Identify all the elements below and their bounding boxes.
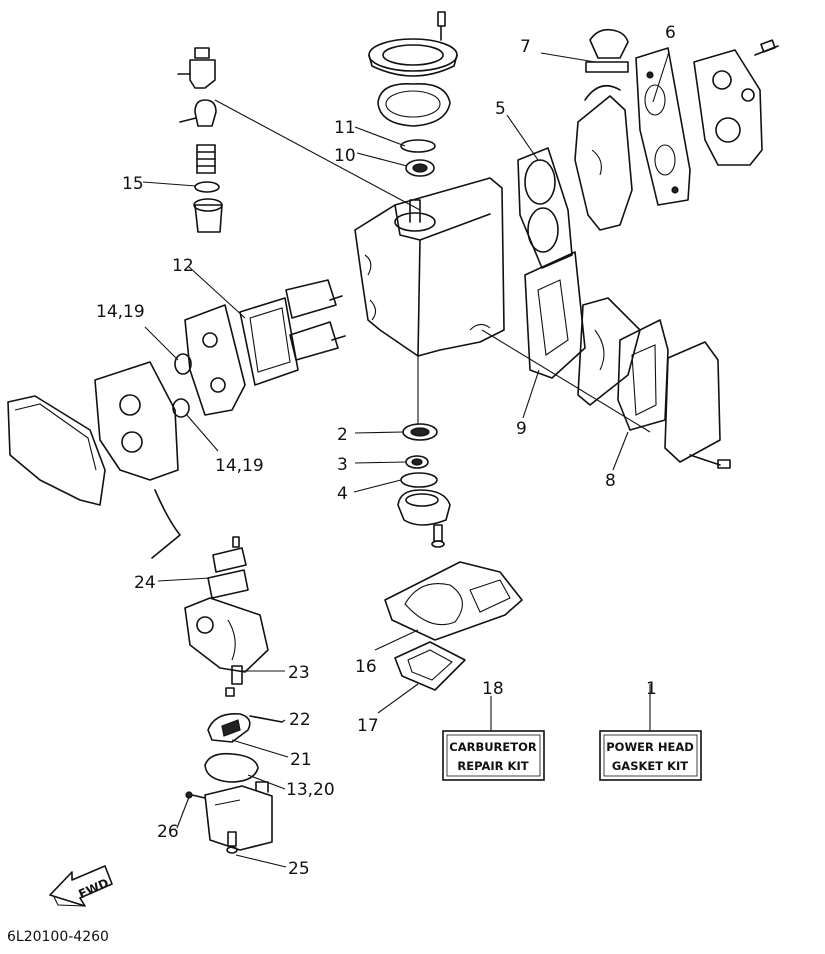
cylinder-head xyxy=(574,84,633,231)
callout-22: 22 xyxy=(289,710,311,730)
fwd-arrow-icon: FWD xyxy=(49,865,113,907)
callout-3: 3 xyxy=(337,455,348,475)
reed-valve-block xyxy=(285,279,346,361)
base-gasket-16 xyxy=(384,561,523,641)
exhaust-outer-cover xyxy=(664,341,731,469)
power-head-kit-line2: GASKET KIT xyxy=(612,759,688,773)
pin-22 xyxy=(249,715,283,723)
carburetor-kit-line2: REPAIR KIT xyxy=(457,759,528,773)
exhaust-inner-cover xyxy=(577,297,641,406)
drain-screw-25 xyxy=(226,831,238,854)
oil-seal-2 xyxy=(402,423,438,441)
callout-26: 26 xyxy=(157,822,179,842)
o-ring-4 xyxy=(400,472,438,488)
carburetor-body-upper xyxy=(94,361,179,481)
exhaust-gasket-8 xyxy=(617,319,669,431)
silencer-cover xyxy=(7,395,106,506)
callout-14-19-top: 14,19 xyxy=(96,302,145,322)
carburetor-kit-line1: CARBURETOR xyxy=(449,740,537,754)
callout-25: 25 xyxy=(288,859,310,879)
carburetor-body xyxy=(184,597,269,673)
leader-lines xyxy=(142,51,670,868)
power-head-gasket-kit-box: POWER HEAD GASKET KIT xyxy=(599,730,702,781)
thermostat-cover-7 xyxy=(585,28,629,73)
callout-13-20: 13,20 xyxy=(286,780,335,800)
upper-gasket xyxy=(377,83,451,127)
head-gasket-6 xyxy=(635,47,691,206)
reed-valve-gasket-12 xyxy=(239,297,299,386)
carburetor-repair-kit-box: CARBURETOR REPAIR KIT xyxy=(442,730,545,781)
callout-1: 1 xyxy=(646,679,657,699)
callout-6: 6 xyxy=(665,23,676,43)
callout-12: 12 xyxy=(172,256,194,276)
upper-bearing-housing xyxy=(368,11,458,77)
jet-23 xyxy=(225,665,243,697)
callout-8: 8 xyxy=(605,471,616,491)
callout-24: 24 xyxy=(134,573,156,593)
callout-4: 4 xyxy=(337,484,348,504)
float-bowl xyxy=(204,781,273,851)
callout-labels: 1 2 3 4 5 6 7 8 9 10 11 12 13,20 14,19 1… xyxy=(96,23,676,879)
callout-11: 11 xyxy=(334,118,356,138)
callout-10: 10 xyxy=(334,146,356,166)
head-cover xyxy=(693,39,779,166)
callout-16: 16 xyxy=(355,657,377,677)
spacer-gasket-17 xyxy=(394,641,466,691)
fwd-label: FWD xyxy=(76,876,110,902)
o-ring-11 xyxy=(400,139,436,153)
bearing-3 xyxy=(405,455,429,469)
diagram-code: 6L20100-4260 xyxy=(7,929,109,945)
callout-7: 7 xyxy=(520,37,531,57)
callout-14-19-bottom: 14,19 xyxy=(215,456,264,476)
callout-5: 5 xyxy=(495,99,506,119)
callout-18: 18 xyxy=(482,679,504,699)
power-head-kit-line1: POWER HEAD xyxy=(606,740,694,754)
crankcase-block xyxy=(354,177,505,357)
callout-2: 2 xyxy=(337,425,348,445)
float-gasket-13-20 xyxy=(204,752,259,783)
float-21 xyxy=(207,713,251,743)
callout-23: 23 xyxy=(288,663,310,683)
callout-21: 21 xyxy=(290,750,312,770)
seal-14-19-bottom xyxy=(172,398,190,418)
lower-housing xyxy=(397,489,451,548)
callout-9: 9 xyxy=(516,419,527,439)
callout-17: 17 xyxy=(357,716,379,736)
seal-14-19-top xyxy=(174,353,192,375)
thermostat-assembly xyxy=(177,47,223,233)
oil-seal-10 xyxy=(405,159,435,177)
head-gasket-5 xyxy=(517,147,573,269)
exhaust-gasket-9 xyxy=(524,251,586,379)
intake-manifold xyxy=(184,304,246,416)
carburetor-float-chamber-24 xyxy=(207,536,249,599)
callout-15: 15 xyxy=(122,174,144,194)
